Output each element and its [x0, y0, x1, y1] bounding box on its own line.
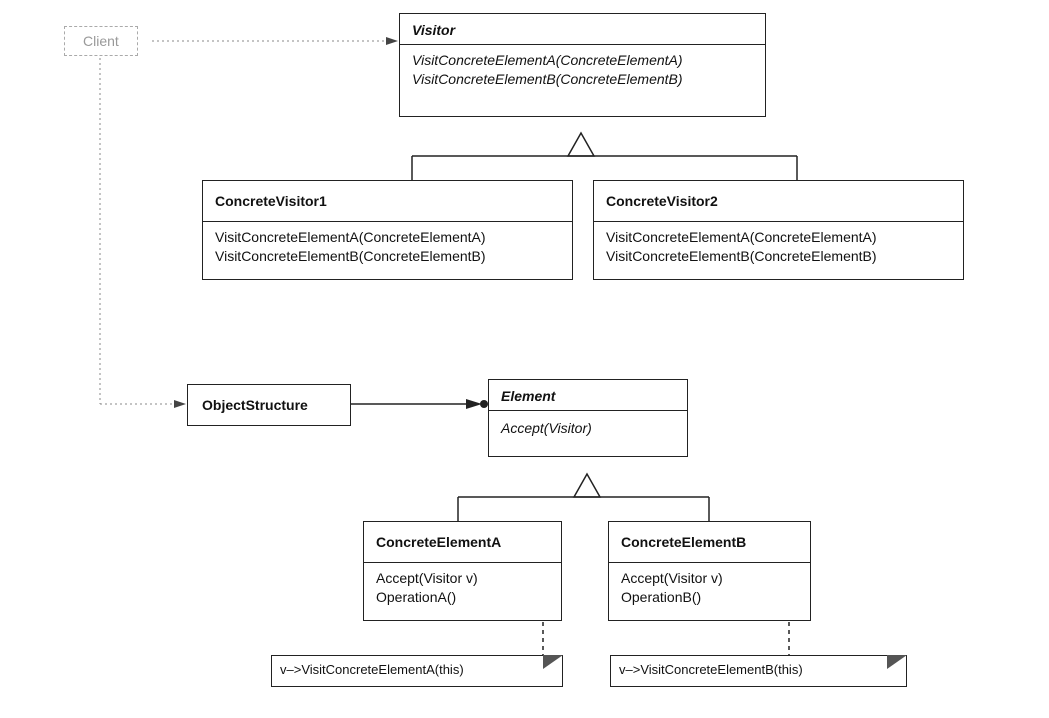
- concrete-visitor-2-operations: VisitConcreteElementA(ConcreteElementA) …: [594, 221, 963, 272]
- note-b: v–>VisitConcreteElementB(this): [610, 655, 907, 687]
- element-operation: Accept(Visitor): [501, 420, 592, 436]
- object-structure-name: ObjectStructure: [202, 397, 308, 413]
- note-fold-icon: [543, 655, 563, 669]
- client-visitor-arrowhead: [386, 37, 398, 45]
- client-node: Client: [64, 26, 138, 56]
- concrete-element-b-operation: Accept(Visitor v): [621, 570, 723, 586]
- visitor-operation: VisitConcreteElementB(ConcreteElementB): [412, 71, 683, 87]
- concrete-element-a-operation: OperationA(): [376, 589, 457, 605]
- concrete-visitor-2-operation: VisitConcreteElementA(ConcreteElementA): [606, 229, 877, 245]
- concrete-element-b-operations: Accept(Visitor v) OperationB(): [609, 562, 810, 613]
- concrete-visitor-1-name: ConcreteVisitor1: [215, 193, 327, 209]
- concrete-visitor-1-operation: VisitConcreteElementA(ConcreteElementA): [215, 229, 486, 245]
- visitor-operations: VisitConcreteElementA(ConcreteElementA) …: [400, 44, 765, 95]
- concrete-element-a-operations: Accept(Visitor v) OperationA(): [364, 562, 561, 613]
- concrete-element-b-operation: OperationB(): [621, 589, 702, 605]
- concrete-visitor-2-operation: VisitConcreteElementB(ConcreteElementB): [606, 248, 877, 264]
- concrete-visitor-2-name: ConcreteVisitor2: [606, 193, 718, 209]
- object-structure-element-arrowhead: [466, 399, 482, 409]
- concrete-visitor-2-class: ConcreteVisitor2 VisitConcreteElementA(C…: [593, 180, 964, 280]
- client-object-structure-arrowhead: [174, 400, 186, 408]
- concrete-element-a-name: ConcreteElementA: [376, 534, 502, 550]
- object-structure-class: ObjectStructure: [187, 384, 351, 426]
- concrete-element-b-class: ConcreteElementB Accept(Visitor v) Opera…: [608, 521, 811, 621]
- concrete-element-b-name: ConcreteElementB: [621, 534, 747, 550]
- concrete-visitor-1-class: ConcreteVisitor1 VisitConcreteElementA(C…: [202, 180, 573, 280]
- object-structure-element-multiplicity-dot: [480, 400, 488, 408]
- concrete-element-a-operation: Accept(Visitor v): [376, 570, 478, 586]
- visitor-class: Visitor VisitConcreteElementA(ConcreteEl…: [399, 13, 766, 117]
- visitor-inheritance-triangle: [566, 131, 596, 157]
- element-inheritance-triangle: [572, 472, 602, 498]
- visitor-class-name: Visitor: [412, 22, 456, 38]
- note-b-text: v–>VisitConcreteElementB(this): [619, 662, 803, 677]
- concrete-visitor-1-operations: VisitConcreteElementA(ConcreteElementA) …: [203, 221, 572, 272]
- concrete-visitor-1-operation: VisitConcreteElementB(ConcreteElementB): [215, 248, 486, 264]
- element-operations: Accept(Visitor): [489, 410, 687, 444]
- element-class: Element Accept(Visitor): [488, 379, 688, 457]
- note-a: v–>VisitConcreteElementA(this): [271, 655, 563, 687]
- note-a-text: v–>VisitConcreteElementA(this): [280, 662, 464, 677]
- element-class-name: Element: [501, 388, 556, 404]
- visitor-operation: VisitConcreteElementA(ConcreteElementA): [412, 52, 683, 68]
- note-fold-icon: [887, 655, 907, 669]
- client-label: Client: [83, 33, 119, 49]
- concrete-element-a-class: ConcreteElementA Accept(Visitor v) Opera…: [363, 521, 562, 621]
